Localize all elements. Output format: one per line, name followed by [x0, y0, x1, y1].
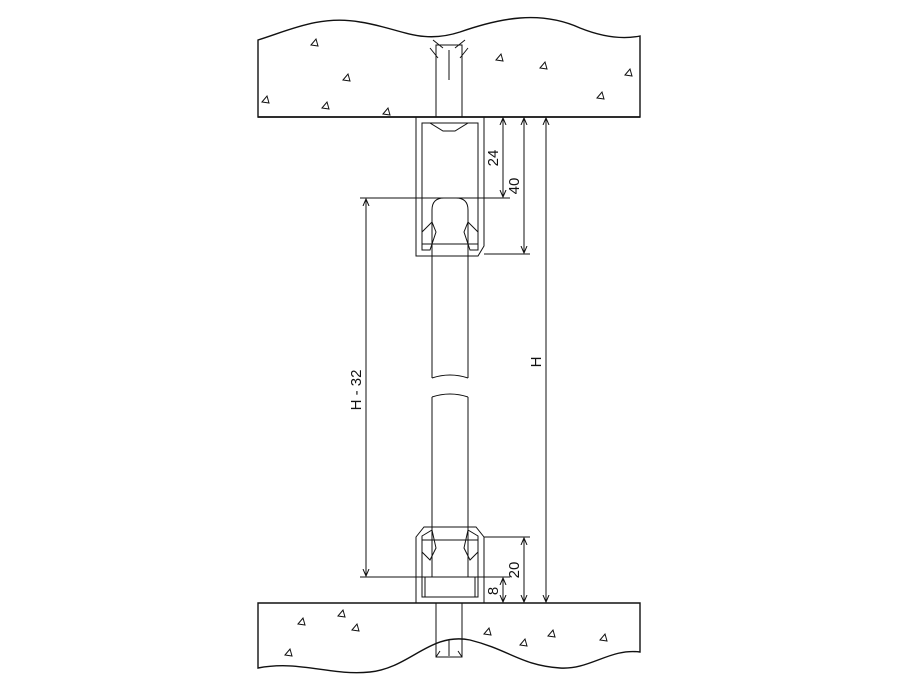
dim-label-20: 20 [506, 562, 523, 579]
gasket [421, 221, 479, 251]
dim-label-40: 40 [506, 178, 523, 195]
bottom-anchor [435, 602, 463, 658]
glass-panel [431, 197, 469, 577]
top-anchor [429, 39, 469, 118]
aggregate-marks [261, 37, 633, 116]
setting-block [424, 576, 476, 598]
bottom-u-profile [415, 526, 485, 604]
screw-head [428, 122, 470, 132]
gasket [421, 529, 479, 561]
aggregate-marks [284, 608, 608, 657]
extension-lines [360, 116, 555, 578]
top-u-profile [415, 116, 485, 257]
dim-label-24: 24 [485, 150, 502, 167]
dim-label-h: H [528, 357, 545, 368]
dim-label-h-32: H - 32 [348, 370, 365, 411]
floor-slab [257, 602, 641, 674]
dim-label-8: 8 [485, 587, 502, 595]
